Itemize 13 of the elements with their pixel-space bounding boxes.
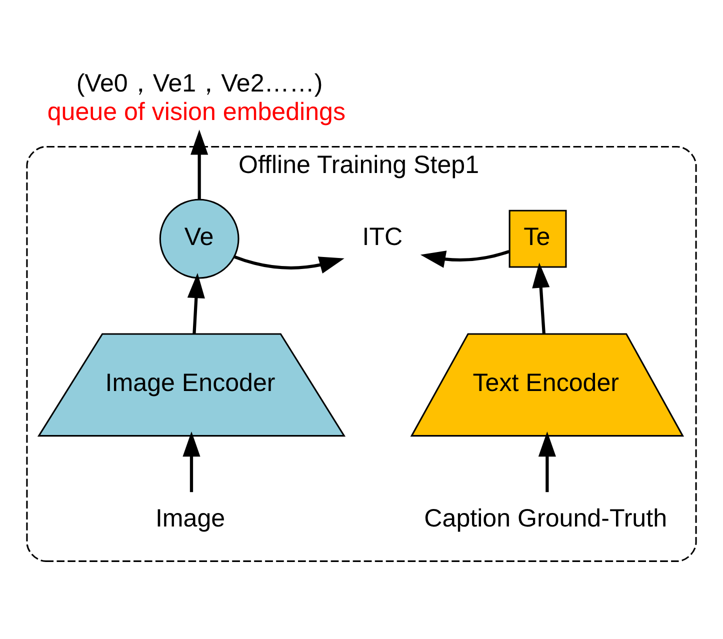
node-text: Image [155, 504, 226, 532]
arrow [538, 432, 556, 492]
node-text: ITC [362, 222, 403, 251]
arrow [182, 432, 200, 492]
arrow [187, 272, 205, 334]
node-box: Te [508, 210, 567, 268]
node-circle: Ve [159, 198, 240, 279]
arrow [234, 255, 344, 274]
node-text: Caption Ground-Truth [424, 504, 668, 532]
node-text: (Ve0，Ve1，Ve2……) queue of vision embedings [47, 70, 346, 126]
arrow [420, 250, 510, 268]
arrow [190, 130, 208, 200]
arrow [532, 262, 550, 334]
